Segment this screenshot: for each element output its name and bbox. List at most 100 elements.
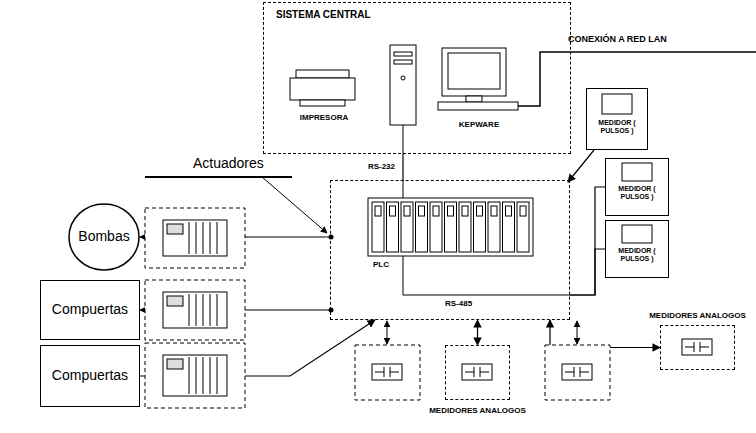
actuator-controller bbox=[163, 292, 227, 328]
plc-rack bbox=[503, 202, 515, 252]
node-text: Compuertas bbox=[52, 368, 128, 383]
plc-rack bbox=[372, 202, 384, 252]
plc-rack bbox=[520, 206, 526, 216]
node-text: IMPRESORA bbox=[286, 114, 362, 123]
actuator-controller bbox=[217, 357, 218, 394]
actuator-controller bbox=[217, 222, 218, 254]
capacitor-symbol bbox=[700, 342, 701, 352]
actuator-controller bbox=[145, 208, 245, 408]
capacitor-symbol bbox=[480, 367, 481, 377]
actuator-controller bbox=[196, 294, 197, 326]
analog-meter: MEDIDORES ANALOGOS bbox=[660, 325, 735, 370]
plc-rack bbox=[448, 206, 454, 216]
plc-rack bbox=[517, 202, 529, 252]
actuator-controller bbox=[163, 220, 227, 256]
plc-rack bbox=[375, 206, 381, 216]
capacitor-symbol bbox=[390, 372, 399, 373]
monitor-icon bbox=[438, 48, 518, 110]
meter-icon bbox=[622, 225, 652, 243]
meter-icon bbox=[622, 163, 652, 181]
connector bbox=[550, 320, 660, 348]
capacitor-symbol bbox=[694, 342, 695, 352]
analog-meter-box bbox=[545, 345, 610, 400]
plc-rack bbox=[445, 202, 457, 252]
capacitor-symbol bbox=[682, 339, 712, 355]
plc-rack bbox=[491, 206, 497, 216]
pulse-meter: MEDIDOR ( PULSOS ) bbox=[605, 158, 669, 216]
plc-rack bbox=[433, 206, 439, 216]
pulse-meter: MEDIDOR ( PULSOS ) bbox=[605, 220, 669, 278]
node-text: MEDIDOR ( PULSOS ) bbox=[590, 119, 644, 134]
plc-rack bbox=[462, 206, 468, 216]
node-text: MEDIDOR ( PULSOS ) bbox=[609, 185, 665, 200]
actuator-controller bbox=[217, 294, 218, 326]
node-text: Bombas bbox=[78, 229, 129, 244]
capacitor-symbol bbox=[372, 339, 712, 380]
monitor-icon bbox=[442, 48, 506, 96]
capacitor-symbol bbox=[700, 347, 709, 348]
actuator-bus bbox=[145, 176, 292, 178]
analog-link bbox=[387, 321, 577, 344]
analog-meter: MEDIDORES ANALOGOS bbox=[445, 345, 510, 400]
analog-link bbox=[387, 321, 388, 344]
connector bbox=[568, 150, 594, 182]
actuator-controller bbox=[210, 222, 211, 254]
capacitor-symbol bbox=[474, 367, 475, 377]
actuator-controller bbox=[145, 208, 245, 268]
actuator-controller bbox=[189, 294, 190, 326]
plc-panel: PLC bbox=[330, 180, 570, 320]
actuator-controller bbox=[196, 357, 197, 394]
lan-line bbox=[518, 52, 756, 106]
capacitor-symbol bbox=[375, 372, 384, 373]
plc-rack bbox=[404, 206, 410, 216]
node-text: MEDIDOR ( PULSOS ) bbox=[609, 247, 665, 262]
actuator-controller bbox=[210, 357, 211, 394]
capacitor-symbol bbox=[574, 367, 575, 377]
plc-rack bbox=[477, 206, 483, 216]
node-text: MEDIDORES ANALOGOS bbox=[429, 407, 526, 416]
connector bbox=[402, 154, 403, 180]
printer-icon bbox=[290, 70, 355, 106]
plc-rack bbox=[474, 202, 486, 252]
plc-rack bbox=[401, 202, 413, 252]
plc-rack bbox=[368, 198, 533, 256]
actuator-controller bbox=[189, 222, 190, 254]
printer-node: IMPRESORA bbox=[286, 63, 362, 125]
capacitor-symbol bbox=[462, 364, 492, 380]
circle-outline bbox=[69, 204, 139, 270]
capacitor-symbol bbox=[390, 367, 391, 377]
capacitor-symbol bbox=[465, 372, 474, 373]
actuator-controller bbox=[145, 208, 245, 268]
computer-tower bbox=[394, 60, 412, 64]
actuator-controller bbox=[203, 294, 204, 326]
analog-meter-box bbox=[355, 345, 610, 400]
group-label: Actuadores bbox=[193, 156, 264, 171]
plc-rack bbox=[430, 202, 442, 252]
node-text: PLC bbox=[373, 261, 389, 270]
plc-wiring bbox=[403, 295, 570, 296]
printer-icon bbox=[296, 70, 349, 78]
actuator-controller bbox=[163, 355, 227, 396]
gate-box: Compuertas bbox=[40, 345, 140, 407]
computer-tower bbox=[394, 52, 412, 56]
plc-rack bbox=[506, 206, 512, 216]
connector bbox=[570, 187, 605, 295]
capacitor-symbol bbox=[562, 364, 592, 380]
bus-label: RS-485 bbox=[445, 300, 472, 309]
lan-line bbox=[518, 52, 756, 106]
actuator-controller bbox=[167, 296, 183, 306]
analog-link bbox=[577, 321, 578, 344]
actuator-controller bbox=[145, 280, 245, 340]
connector bbox=[477, 320, 478, 345]
actuator-controller bbox=[145, 280, 245, 340]
plc-rack bbox=[390, 206, 396, 216]
actuator-controller bbox=[210, 294, 211, 326]
actuator-controller bbox=[203, 222, 204, 254]
pulse-meter: MEDIDOR ( PULSOS ) bbox=[586, 88, 648, 150]
computer-tower bbox=[390, 45, 416, 154]
actuator-controller bbox=[145, 343, 245, 408]
node-text: SISTEMA CENTRAL bbox=[276, 9, 371, 20]
network-label: CONEXIÓN A RED LAN bbox=[568, 35, 667, 45]
computer-tower bbox=[401, 76, 405, 80]
